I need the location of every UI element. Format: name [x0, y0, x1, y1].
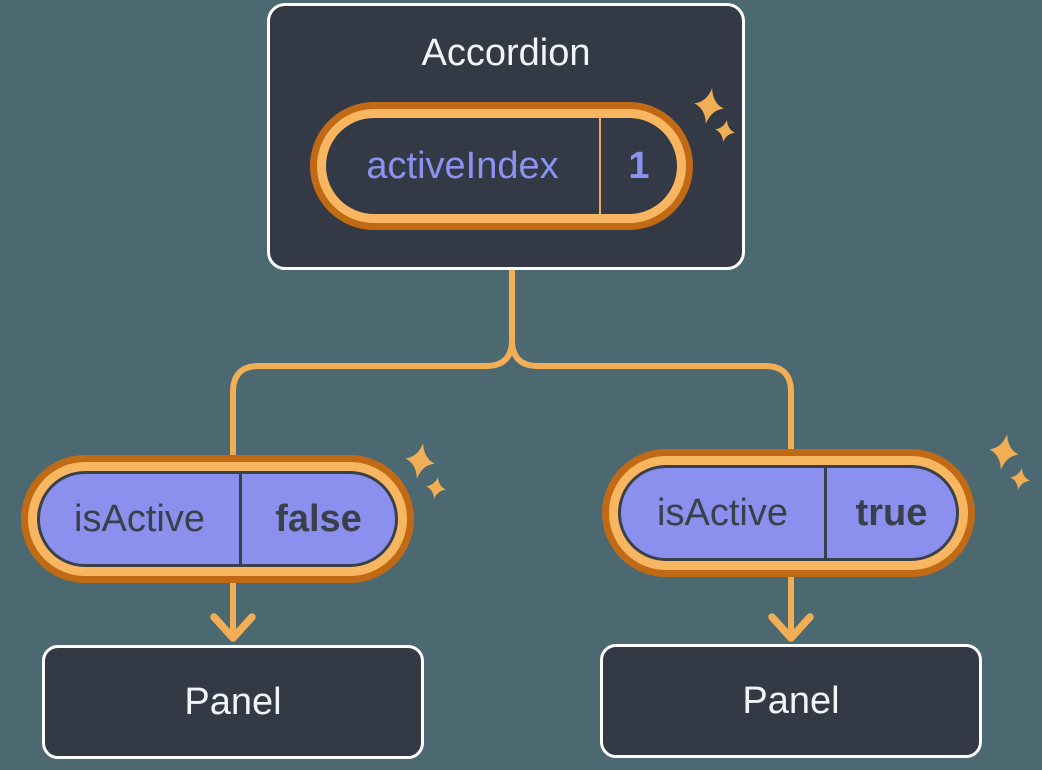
prop-key-label-right: isActive [657, 491, 788, 534]
prop-pill-left: isActive false [21, 455, 414, 583]
state-value-label: 1 [599, 118, 677, 214]
prop-pill-left-core: isActive false [37, 471, 398, 567]
state-key-label: activeIndex [366, 144, 559, 187]
panel-node-right: Panel [600, 644, 982, 758]
arrow-down-left-icon [210, 613, 256, 642]
state-pill: activeIndex 1 [310, 102, 693, 230]
accordion-node: Accordion activeIndex 1 [267, 3, 745, 270]
prop-pill-right-core: isActive true [618, 465, 959, 561]
arrow-down-right-icon [768, 613, 814, 642]
panel-label-right: Panel [742, 679, 840, 722]
accordion-title: Accordion [421, 32, 591, 74]
sparkle-icon [1010, 468, 1030, 490]
state-pill-core: activeIndex 1 [326, 118, 677, 214]
panel-node-left: Panel [42, 645, 424, 759]
prop-value-label-right: true [824, 468, 956, 558]
prop-key-label-left: isActive [74, 497, 205, 540]
sparkle-icon [989, 434, 1019, 470]
panel-label-left: Panel [184, 680, 282, 723]
sparkle-icon [426, 477, 446, 499]
prop-pill-right: isActive true [602, 449, 975, 577]
sparkle-icon [405, 443, 435, 479]
prop-value-label-left: false [239, 474, 395, 564]
